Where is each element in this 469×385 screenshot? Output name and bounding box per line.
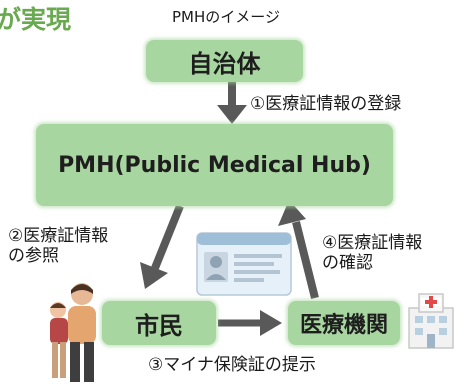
node-pmh: PMH(Public Medical Hub): [36, 124, 393, 206]
step-confirm-label-line2: の確認: [322, 253, 373, 273]
arrow-confirm: [278, 200, 319, 299]
family-illustration-icon: [50, 283, 96, 382]
node-citizen: 市民: [102, 301, 216, 345]
arrow-present: [218, 310, 282, 336]
arrow-reference: [140, 204, 184, 289]
step-confirm-label-line1: ④医療証情報: [322, 233, 423, 253]
arrow-register: [217, 82, 247, 124]
hospital-building-icon: [408, 293, 454, 349]
diagram-caption: PMHのイメージ: [172, 8, 280, 26]
node-municipality: 自治体: [146, 40, 303, 82]
step-reference-label-line1: ②医療証情報: [8, 226, 109, 246]
medical-certificate-card-icon: [196, 232, 292, 296]
step-present-label: ③マイナ保険証の提示: [148, 355, 316, 375]
step-register-label: ①医療証情報の登録: [250, 94, 402, 114]
headline-fragment: が実現: [0, 5, 72, 34]
step-reference-label-line2: の参照: [8, 246, 59, 266]
node-medical-institution: 医療機関: [288, 301, 400, 345]
